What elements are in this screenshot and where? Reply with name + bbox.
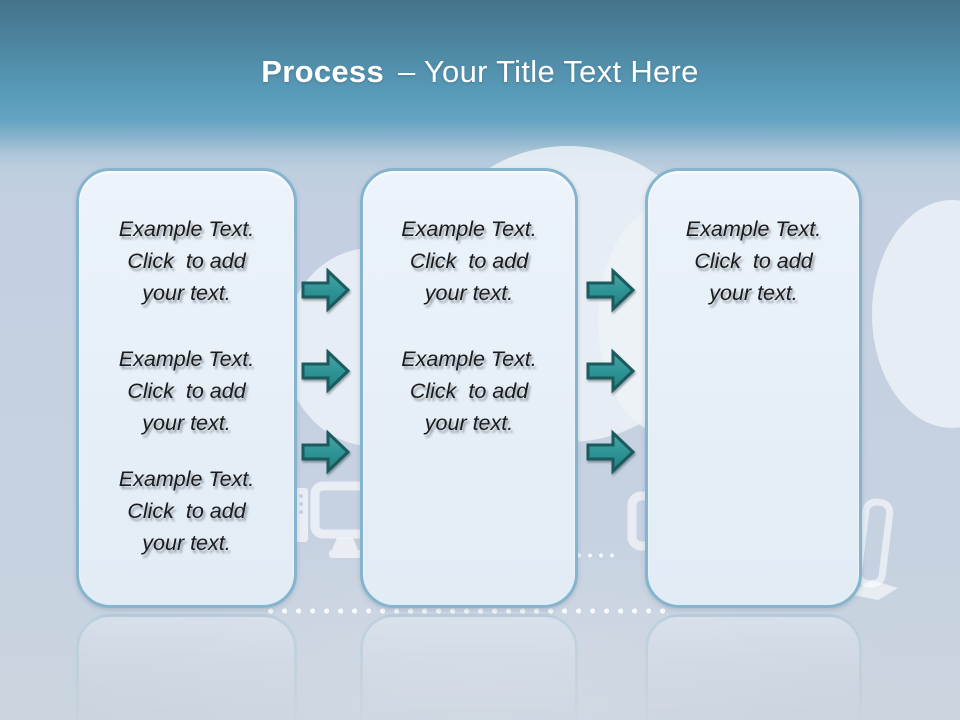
right-arrow-icon (586, 269, 635, 311)
placeholder-line: Example Text. (685, 217, 822, 241)
placeholder-line: Click to add (127, 379, 246, 403)
cloud-icon (872, 200, 960, 428)
placeholder-line: Example Text. (118, 467, 255, 491)
process-panel-1[interactable]: Example Text. Click to add your text. Ex… (76, 168, 297, 608)
placeholder-line: Click to add (127, 499, 246, 523)
placeholder-line: your text. (424, 411, 514, 435)
laptop-icon (848, 498, 898, 600)
right-arrow-icon (586, 431, 635, 473)
text-placeholder[interactable]: Example Text. Click to add your text. (79, 463, 294, 559)
right-arrow-icon (586, 350, 635, 392)
right-arrow-icon (301, 269, 350, 311)
placeholder-line: Click to add (694, 249, 813, 273)
text-placeholder[interactable]: Example Text. Click to add your text. (363, 343, 575, 439)
placeholder-line: Example Text. (118, 217, 255, 241)
placeholder-line: Click to add (409, 249, 529, 273)
placeholder-line: your text. (142, 411, 231, 435)
text-placeholder[interactable]: Example Text. Click to add your text. (79, 343, 294, 439)
panel-reflection (645, 614, 862, 720)
panel-reflection (360, 614, 578, 720)
placeholder-line: your text. (424, 281, 514, 305)
dotted-connector-line (268, 608, 668, 614)
right-arrow-icon (301, 431, 350, 473)
placeholder-line: Example Text. (401, 347, 537, 371)
placeholder-line: your text. (709, 281, 798, 305)
text-placeholder[interactable]: Example Text. Click to add your text. (79, 213, 294, 309)
text-placeholder[interactable]: Example Text. Click to add your text. (648, 213, 859, 309)
dotted-connector-line (577, 553, 617, 558)
text-placeholder[interactable]: Example Text. Click to add your text. (363, 213, 575, 309)
slide-title: Process – Your Title Text Here (0, 54, 960, 90)
placeholder-line: Example Text. (401, 217, 537, 241)
title-text: – Your Title Text Here (398, 54, 699, 89)
title-keyword: Process (261, 54, 385, 89)
process-panel-3[interactable]: Example Text. Click to add your text. (645, 168, 862, 608)
placeholder-line: Click to add (409, 379, 529, 403)
placeholder-line: Click to add (127, 249, 246, 273)
placeholder-line: Example Text. (118, 347, 255, 371)
placeholder-line: your text. (142, 281, 231, 305)
right-arrow-icon (301, 350, 350, 392)
panel-reflection (76, 614, 297, 720)
process-panel-2[interactable]: Example Text. Click to add your text. Ex… (360, 168, 578, 608)
placeholder-line: your text. (142, 531, 231, 555)
